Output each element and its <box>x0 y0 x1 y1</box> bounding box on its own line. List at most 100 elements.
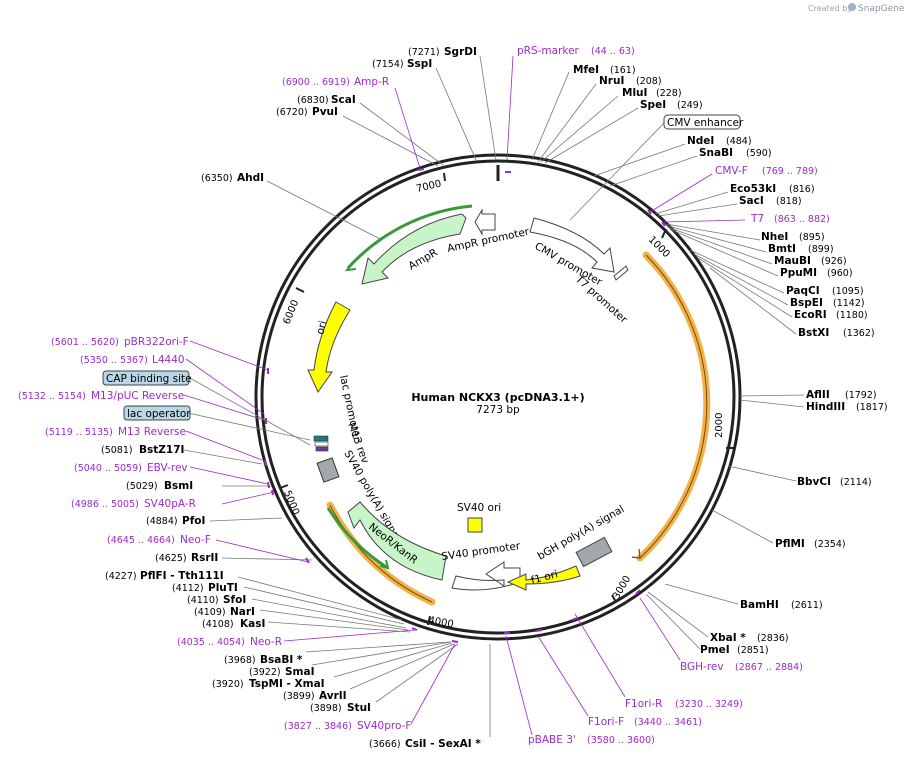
enzyme-spei[interactable]: SpeI(249) <box>640 99 703 111</box>
enzyme-nrui[interactable]: NruI(208) <box>599 75 662 87</box>
svg-text:(5081): (5081) <box>101 445 133 456</box>
enzyme-smai[interactable]: (3922)SmaI <box>249 666 315 678</box>
ori-feature[interactable] <box>307 301 351 394</box>
enzyme-pflfi-tth111i[interactable]: (4227)PflFI - Tth111I <box>105 570 224 582</box>
svg-text:(2851): (2851) <box>737 645 769 656</box>
enzyme-scai[interactable]: (6830)ScaI <box>297 94 356 106</box>
primer-f1ori-f[interactable]: F1ori-F(3440 .. 3461) <box>588 716 702 728</box>
svg-text:(5350 .. 5367): (5350 .. 5367) <box>80 355 148 366</box>
enzyme-aflii[interactable]: AflII(1792) <box>806 389 877 401</box>
f1-ori-feature[interactable] <box>506 565 581 591</box>
primer-prs-marker[interactable]: pRS-marker(44 .. 63) <box>517 45 635 57</box>
enzyme-mfei[interactable]: MfeI(161) <box>573 64 636 76</box>
svg-text:(5119 .. 5135): (5119 .. 5135) <box>45 427 113 438</box>
bgh-polya-feature[interactable] <box>575 536 613 568</box>
primer-pbabe-3[interactable]: pBABE 3'(3580 .. 3600) <box>528 734 655 746</box>
enzyme-xbai[interactable]: XbaI *(2836) <box>710 632 789 644</box>
lac-promoter-block[interactable] <box>314 441 329 447</box>
primer-m13-puc-reverse[interactable]: (5132 .. 5154)M13/pUC Reverse <box>18 390 184 402</box>
primer-l4440[interactable]: (5350 .. 5367)L4440 <box>80 354 185 366</box>
svg-text:Neo-R: Neo-R <box>250 636 282 648</box>
enzyme-mlui[interactable]: MluI(228) <box>622 87 682 99</box>
enzyme-ndei[interactable]: NdeI(484) <box>687 135 752 147</box>
svg-text:4000: 4000 <box>427 615 454 630</box>
primer-pbr322ori-f[interactable]: (5601 .. 5620)pBR322ori-F <box>51 336 189 348</box>
primer-neo-f[interactable]: (4645 .. 4664)Neo-F <box>107 534 211 546</box>
feature-cmv-enhancer[interactable]: CMV enhancer <box>663 114 744 130</box>
svg-text:PvuI: PvuI <box>312 106 338 118</box>
svg-text:(5029): (5029) <box>126 481 158 492</box>
lac-operator-block[interactable] <box>313 435 329 442</box>
svg-text:BbvCI: BbvCI <box>797 476 831 488</box>
enzyme-avrii[interactable]: (3899)AvrII <box>283 690 347 702</box>
feature-cap-binding-site[interactable]: CAP binding site <box>102 370 192 386</box>
enzyme-nhei[interactable]: NheI(895) <box>761 231 825 243</box>
enzyme-maubi[interactable]: MauBI(926) <box>774 255 847 267</box>
enzyme-pmei[interactable]: PmeI(2851) <box>700 644 769 656</box>
enzyme-sfoi[interactable]: (4110)SfoI <box>187 594 246 606</box>
enzyme-rsrii[interactable]: (4625)RsrII <box>155 552 218 564</box>
ampr-promoter-feature[interactable] <box>474 208 496 236</box>
primer-m13-reverse[interactable]: (5119 .. 5135)M13 Reverse <box>45 426 186 438</box>
sv40-polya-feature[interactable] <box>316 457 340 483</box>
primer-bgh-rev[interactable]: BGH-rev(2867 .. 2884) <box>680 661 803 673</box>
orf-arrowhead <box>631 548 641 559</box>
ampr-feature[interactable] <box>361 213 467 285</box>
feature-lac-operator[interactable]: lac operator <box>123 405 191 421</box>
enzyme-bstxi[interactable]: BstXI(1362) <box>798 327 875 339</box>
primer-amp-r[interactable]: (6900 .. 6919)Amp-R <box>282 76 389 88</box>
cmv-promoter-feature[interactable] <box>529 217 615 273</box>
enzyme-ecori[interactable]: EcoRI(1180) <box>794 309 868 321</box>
svg-text:PflFI - Tth111I: PflFI - Tth111I <box>140 570 224 582</box>
enzyme-snabi[interactable]: SnaBI(590) <box>699 147 772 159</box>
enzyme-bspei[interactable]: BspEI(1142) <box>790 297 865 309</box>
enzyme-paqci[interactable]: PaqCI(1095) <box>786 285 864 297</box>
primer-neo-r[interactable]: (4035 .. 4054)Neo-R <box>177 636 282 648</box>
primer-sv40pro-f[interactable]: (3827 .. 3846)SV40pro-F <box>284 720 411 732</box>
enzyme-kasi[interactable]: (4108)KasI <box>202 618 265 630</box>
enzyme-pfoi[interactable]: (4884)PfoI <box>146 515 205 527</box>
enzyme-bmti[interactable]: BmtI(899) <box>768 243 834 255</box>
enzyme-pflmi[interactable]: PflMI(2354) <box>775 538 846 550</box>
enzyme-stui[interactable]: (3898)StuI <box>310 702 371 714</box>
svg-text:pRS-marker: pRS-marker <box>517 45 580 57</box>
enzyme-bsabi[interactable]: (3968)BsaBI * <box>224 654 303 666</box>
ampr-label: AmpR <box>407 247 440 273</box>
svg-text:NdeI: NdeI <box>687 135 714 147</box>
svg-text:3000: 3000 <box>611 574 633 602</box>
enzyme-saci[interactable]: SacI(818) <box>739 195 802 207</box>
enzyme-bsmi[interactable]: (5029) BsmI <box>126 480 193 492</box>
svg-text:(1362): (1362) <box>843 328 875 339</box>
primer-f1ori-r[interactable]: F1ori-R(3230 .. 3249) <box>625 698 743 710</box>
primer-ebv-rev[interactable]: (5040 .. 5059)EBV-rev <box>74 462 188 474</box>
enzyme-ahdi[interactable]: (6350)AhdI <box>201 172 264 184</box>
primer-sv40pa-r[interactable]: (4986 .. 5005)SV40pA-R <box>71 498 196 510</box>
primer-t7[interactable]: T7(863 .. 882) <box>750 213 830 225</box>
sv40-ori-feature[interactable] <box>467 517 483 533</box>
svg-text:(816): (816) <box>789 184 815 195</box>
enzyme-pluti[interactable]: (4112)PluTI <box>172 582 238 594</box>
m13-block[interactable] <box>315 446 329 452</box>
enzyme-sgrdi[interactable]: (7271)SgrDI <box>408 46 477 58</box>
enzyme-eco53ki[interactable]: Eco53kI(816) <box>730 183 815 195</box>
enzyme-bbvci[interactable]: BbvCI(2114) <box>797 476 872 488</box>
enzyme-hindiii[interactable]: HindIII(1817) <box>806 401 888 413</box>
neor-feature[interactable] <box>347 501 447 581</box>
enzyme-bamhi[interactable]: BamHI(2611) <box>740 599 823 611</box>
enzyme-sspi[interactable]: (7154)SspI <box>372 58 432 70</box>
svg-text:BsmI: BsmI <box>164 480 193 492</box>
enzyme-csii-sexai[interactable]: (3666)CsiI - SexAI * <box>369 738 481 750</box>
svg-text:XbaI *: XbaI * <box>710 632 746 644</box>
enzyme-tspmi-xmai[interactable]: (3920)TspMI - XmaI <box>212 678 325 690</box>
t7-promoter-feature[interactable] <box>613 265 629 281</box>
sv40-promoter-feature[interactable] <box>451 561 521 591</box>
enzyme-bstz17i[interactable]: (5081)BstZ17I <box>101 444 184 456</box>
svg-text:CMV enhancer: CMV enhancer <box>667 117 744 129</box>
primer-cmv-f[interactable]: CMV-F(769 .. 789) <box>715 165 818 177</box>
svg-text:(1142): (1142) <box>833 298 865 309</box>
backbone-inner <box>260 159 736 635</box>
enzyme-pvui[interactable]: (6720)PvuI <box>276 106 338 118</box>
credit-prefix: Created by <box>808 4 852 13</box>
enzyme-ppumi[interactable]: PpuMI(960) <box>780 267 853 279</box>
enzyme-nari[interactable]: (4109)NarI <box>194 606 255 618</box>
